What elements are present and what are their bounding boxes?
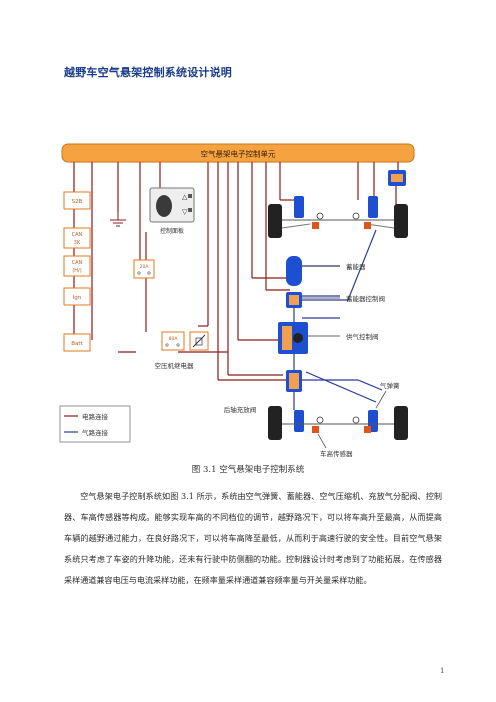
input-label-ign: Ign — [73, 295, 82, 301]
joystick-knob-icon — [156, 195, 172, 217]
supply-valve-label: 供气控制阀 — [346, 332, 379, 341]
accumulator-icon — [286, 256, 302, 286]
pneumatic-lines — [293, 229, 383, 410]
input-label-s2b: S2B — [72, 199, 83, 205]
control-panel-label: 控制面板 — [160, 227, 184, 235]
accumulator-label: 蓄能器 — [346, 262, 366, 271]
accumulator-valve-label: 蓄能器控制阀 — [346, 294, 385, 303]
fuse-20a-label: 20A — [140, 264, 150, 270]
legend-pneumatic-label: 气路连接 — [82, 428, 109, 437]
input-label-can-h-sub: (H/) — [72, 268, 81, 274]
rear-fill-valve-label: 后轴充放阀 — [224, 405, 257, 414]
input-label-can-3k-sub: 3K — [74, 240, 81, 246]
input-label-can-3k: CAN — [72, 232, 83, 238]
fuse-20a-box — [133, 259, 155, 279]
front-axle — [268, 196, 408, 238]
rear-axle — [268, 406, 408, 440]
ground-icon — [110, 212, 126, 227]
legend-electric-label: 电路连接 — [82, 412, 109, 421]
compressor-relay-label: 空压机继电器 — [155, 361, 195, 370]
document-title: 越野车空气悬架控制系统设计说明 — [64, 66, 232, 79]
suspension-system-figure: 空气悬架电子控制单元 — [59, 143, 415, 458]
sensor-input-boxes: S2B CAN 3K CAN (H/) Ign Batt — [63, 191, 91, 352]
figure-caption: 图 3.1 空气悬架电子控制系统 — [191, 465, 305, 475]
input-label-batt: Batt — [71, 341, 83, 347]
air-spring-icon — [294, 196, 304, 218]
arrow-down-icon: ▽ — [182, 208, 188, 216]
legend: 电路连接 气路连接 — [59, 405, 131, 443]
page-number: 1 — [440, 667, 445, 675]
fuse-80a-label: 80A — [169, 336, 179, 342]
height-sensor-label: 车高传感器 — [320, 449, 353, 458]
arrow-up-icon: △ — [182, 193, 188, 201]
input-label-can-h: CAN — [72, 260, 83, 266]
fuse-80a-box — [161, 331, 185, 351]
air-spring-label: 气弹簧 — [380, 381, 400, 390]
control-panel: △ ▽ — [149, 187, 195, 223]
body-paragraph: 空气悬架电子控制系统如图 3.1 所示，系统由空气弹簧、蓄能器、空气压缩机、充放… — [64, 491, 442, 585]
electric-wiring — [73, 162, 399, 381]
ecu-label: 空气悬架电子控制单元 — [201, 149, 276, 159]
